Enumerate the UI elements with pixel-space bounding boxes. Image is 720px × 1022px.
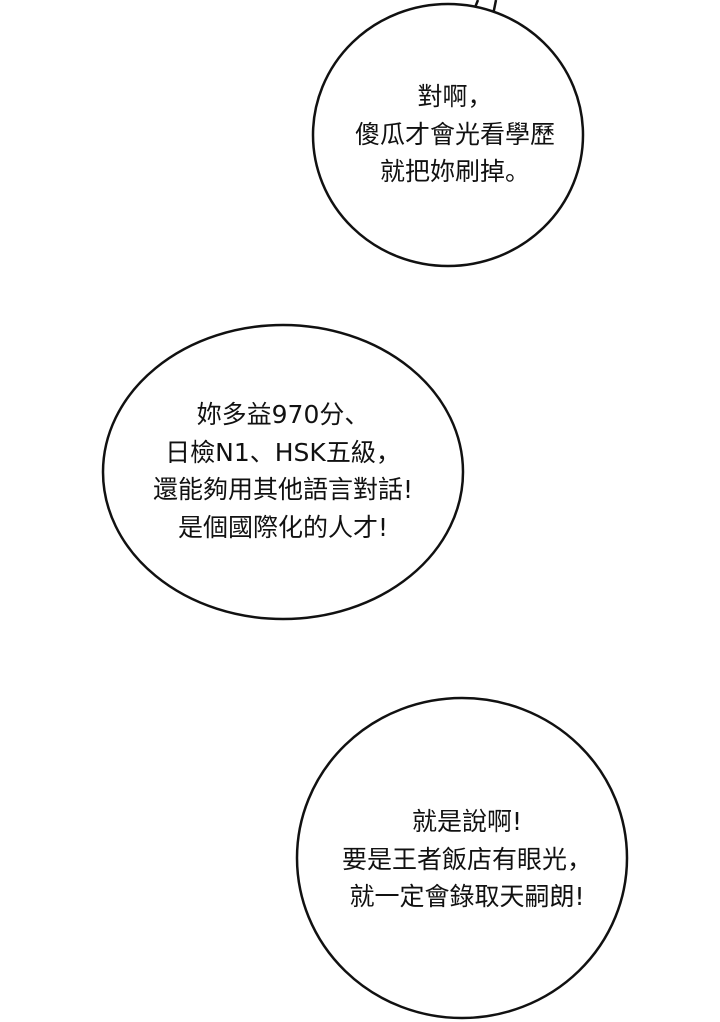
bubble-line: 是個國際化的人才! [177, 512, 389, 542]
bubble-line: 就是說啊! [411, 807, 523, 836]
bubble-line: 日檢N1、HSK五級， [165, 437, 401, 467]
bubble-line: 還能夠用其他語言對話! [152, 475, 414, 504]
bubble-line: 妳多益970分、 [196, 400, 370, 429]
bubble-3-text: 就是說啊! 要是王者飯店有眼光， 就一定會錄取天嗣朗! [342, 803, 592, 916]
speech-bubble-1 [311, 2, 585, 268]
bubble-line: 傻瓜才會光看學歷 [354, 119, 556, 149]
speech-bubble-2 [101, 323, 465, 621]
bubble-line: 對啊， [417, 82, 493, 111]
bubble-line: 要是王者飯店有眼光， [341, 844, 593, 874]
bubble-line: 就把妳刷掉。 [379, 157, 531, 186]
speech-bubble-3 [295, 696, 629, 1020]
bubble-1-text: 對啊， 傻瓜才會光看學歷 就把妳刷掉。 [355, 78, 555, 191]
bubble-2-text: 妳多益970分、 日檢N1、HSK五級， 還能夠用其他語言對話! 是個國際化的人… [153, 396, 413, 546]
bubble-line: 就一定會錄取天嗣朗! [349, 882, 585, 911]
